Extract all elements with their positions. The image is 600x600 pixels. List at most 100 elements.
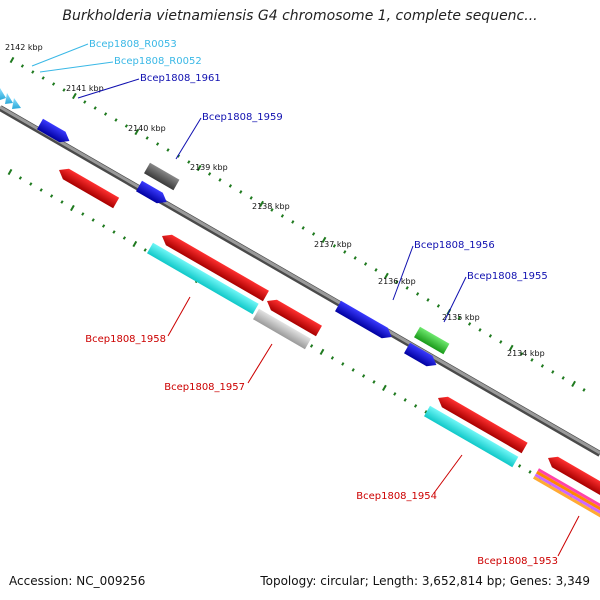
- length-label: Length:: [372, 574, 419, 588]
- gene-feature[interactable]: [264, 296, 322, 337]
- tick-dot: [403, 398, 407, 402]
- gene-label[interactable]: Bcep1808_1956: [414, 240, 495, 251]
- tick-dot: [49, 194, 54, 198]
- tick-dot: [561, 376, 565, 380]
- tick-dot: [517, 464, 522, 468]
- tick-dot: [478, 328, 482, 332]
- tick-dot: [551, 370, 555, 374]
- tick-dot: [81, 212, 85, 216]
- tick-dot: [70, 204, 75, 212]
- gene-feature[interactable]: [404, 342, 439, 370]
- gene-label[interactable]: Bcep1808_R0053: [89, 39, 177, 50]
- tick-dot: [457, 316, 461, 320]
- tick-label: 2136 kbp: [378, 277, 416, 286]
- tick-dot: [72, 92, 77, 100]
- tick-dot: [134, 128, 140, 136]
- tick-dot: [259, 200, 264, 207]
- tick-dot: [519, 352, 524, 356]
- tick-dot: [382, 384, 387, 391]
- tick-dot: [166, 148, 170, 152]
- gene-label[interactable]: Bcep1808_R0052: [114, 56, 202, 67]
- tick-dot: [353, 256, 357, 260]
- gene-label[interactable]: Bcep1808_1953: [477, 556, 558, 567]
- gene-feature[interactable]: [159, 231, 269, 302]
- tick-dot: [413, 404, 418, 408]
- tick-dot: [374, 268, 378, 272]
- tick-dot: [103, 112, 108, 116]
- tick-dot: [122, 236, 127, 240]
- tick-label: 2140 kbp: [128, 124, 166, 133]
- tick-dot: [436, 304, 441, 308]
- label-leaders: [31, 43, 580, 557]
- tick-dot: [270, 208, 274, 212]
- gene-label[interactable]: Bcep1808_1957: [164, 382, 245, 393]
- tick-dot: [393, 392, 397, 396]
- gene-feature[interactable]: [435, 393, 528, 454]
- gene-feature[interactable]: [414, 326, 450, 355]
- tick-dot: [508, 344, 514, 351]
- gene-label[interactable]: Bcep1808_1961: [140, 73, 221, 84]
- tick-dot: [426, 298, 430, 302]
- tick-dot: [196, 164, 202, 172]
- tick-dot: [93, 106, 97, 110]
- accession-label: Accession:: [9, 574, 73, 588]
- tick-dot: [124, 124, 129, 128]
- tick-label: 2137 kbp: [314, 240, 352, 249]
- tick-dot: [372, 380, 376, 384]
- tick-dot: [20, 64, 25, 68]
- gene-label[interactable]: Bcep1808_1955: [467, 271, 548, 282]
- gene-feature[interactable]: [424, 405, 519, 468]
- tick-label: 2134 kbp: [507, 349, 545, 358]
- tick-dot: [467, 322, 472, 326]
- tick-dot: [60, 200, 64, 204]
- tick-dot: [132, 240, 138, 248]
- tick-dot: [415, 292, 420, 296]
- gene-feature[interactable]: [335, 300, 395, 342]
- tick-dot: [207, 172, 212, 176]
- genome-summary: Topology: circular; Length: 3,652,814 bp…: [260, 574, 590, 588]
- rna-feature[interactable]: [0, 88, 21, 109]
- gene-feature[interactable]: [253, 308, 311, 350]
- tick-dot: [7, 168, 13, 176]
- gene-feature[interactable]: [37, 118, 72, 146]
- gene-feature[interactable]: [147, 242, 259, 315]
- gene-feature[interactable]: [144, 162, 180, 191]
- length-value: 3,652,814 bp: [421, 574, 502, 588]
- tick-dot: [361, 374, 366, 378]
- tick-dot: [114, 118, 118, 122]
- tick-dot: [301, 226, 305, 230]
- tick-dot: [341, 362, 345, 366]
- tick-dot: [405, 286, 409, 290]
- genes-value: 3,349: [555, 574, 590, 588]
- tick-dot: [145, 136, 149, 140]
- tick-label: 2135 kbp: [442, 313, 480, 322]
- gene-label[interactable]: Bcep1808_1954: [356, 491, 437, 502]
- gene-feature[interactable]: [533, 468, 600, 519]
- tick-dot: [228, 184, 233, 188]
- tick-label: 2141 kbp: [66, 84, 104, 93]
- topology-label: Topology:: [260, 574, 317, 588]
- tick-label: 2142 kbp: [5, 43, 43, 52]
- tick-dot: [488, 334, 493, 338]
- tick-dot: [239, 190, 243, 194]
- backbone: [0, 105, 600, 457]
- tick-dot: [51, 82, 56, 86]
- tick-label: 2138 kbp: [252, 202, 290, 211]
- gene-label[interactable]: Bcep1808_1959: [202, 112, 283, 123]
- tick-dot: [291, 220, 295, 224]
- tick-dot: [187, 160, 191, 164]
- gene-feature[interactable]: [545, 453, 600, 500]
- tick-dot: [218, 178, 222, 182]
- tick-dot: [540, 364, 545, 368]
- gene-feature[interactable]: [136, 180, 170, 207]
- tick-dot: [530, 358, 534, 362]
- tick-dot: [319, 348, 325, 355]
- tick-dot: [249, 196, 253, 200]
- tick-dot: [424, 410, 428, 414]
- tick-dot: [29, 182, 33, 186]
- gene-feature[interactable]: [56, 165, 120, 209]
- tick-dot: [582, 388, 586, 392]
- gene-label[interactable]: Bcep1808_1958: [85, 334, 166, 345]
- tick-dot: [343, 250, 347, 254]
